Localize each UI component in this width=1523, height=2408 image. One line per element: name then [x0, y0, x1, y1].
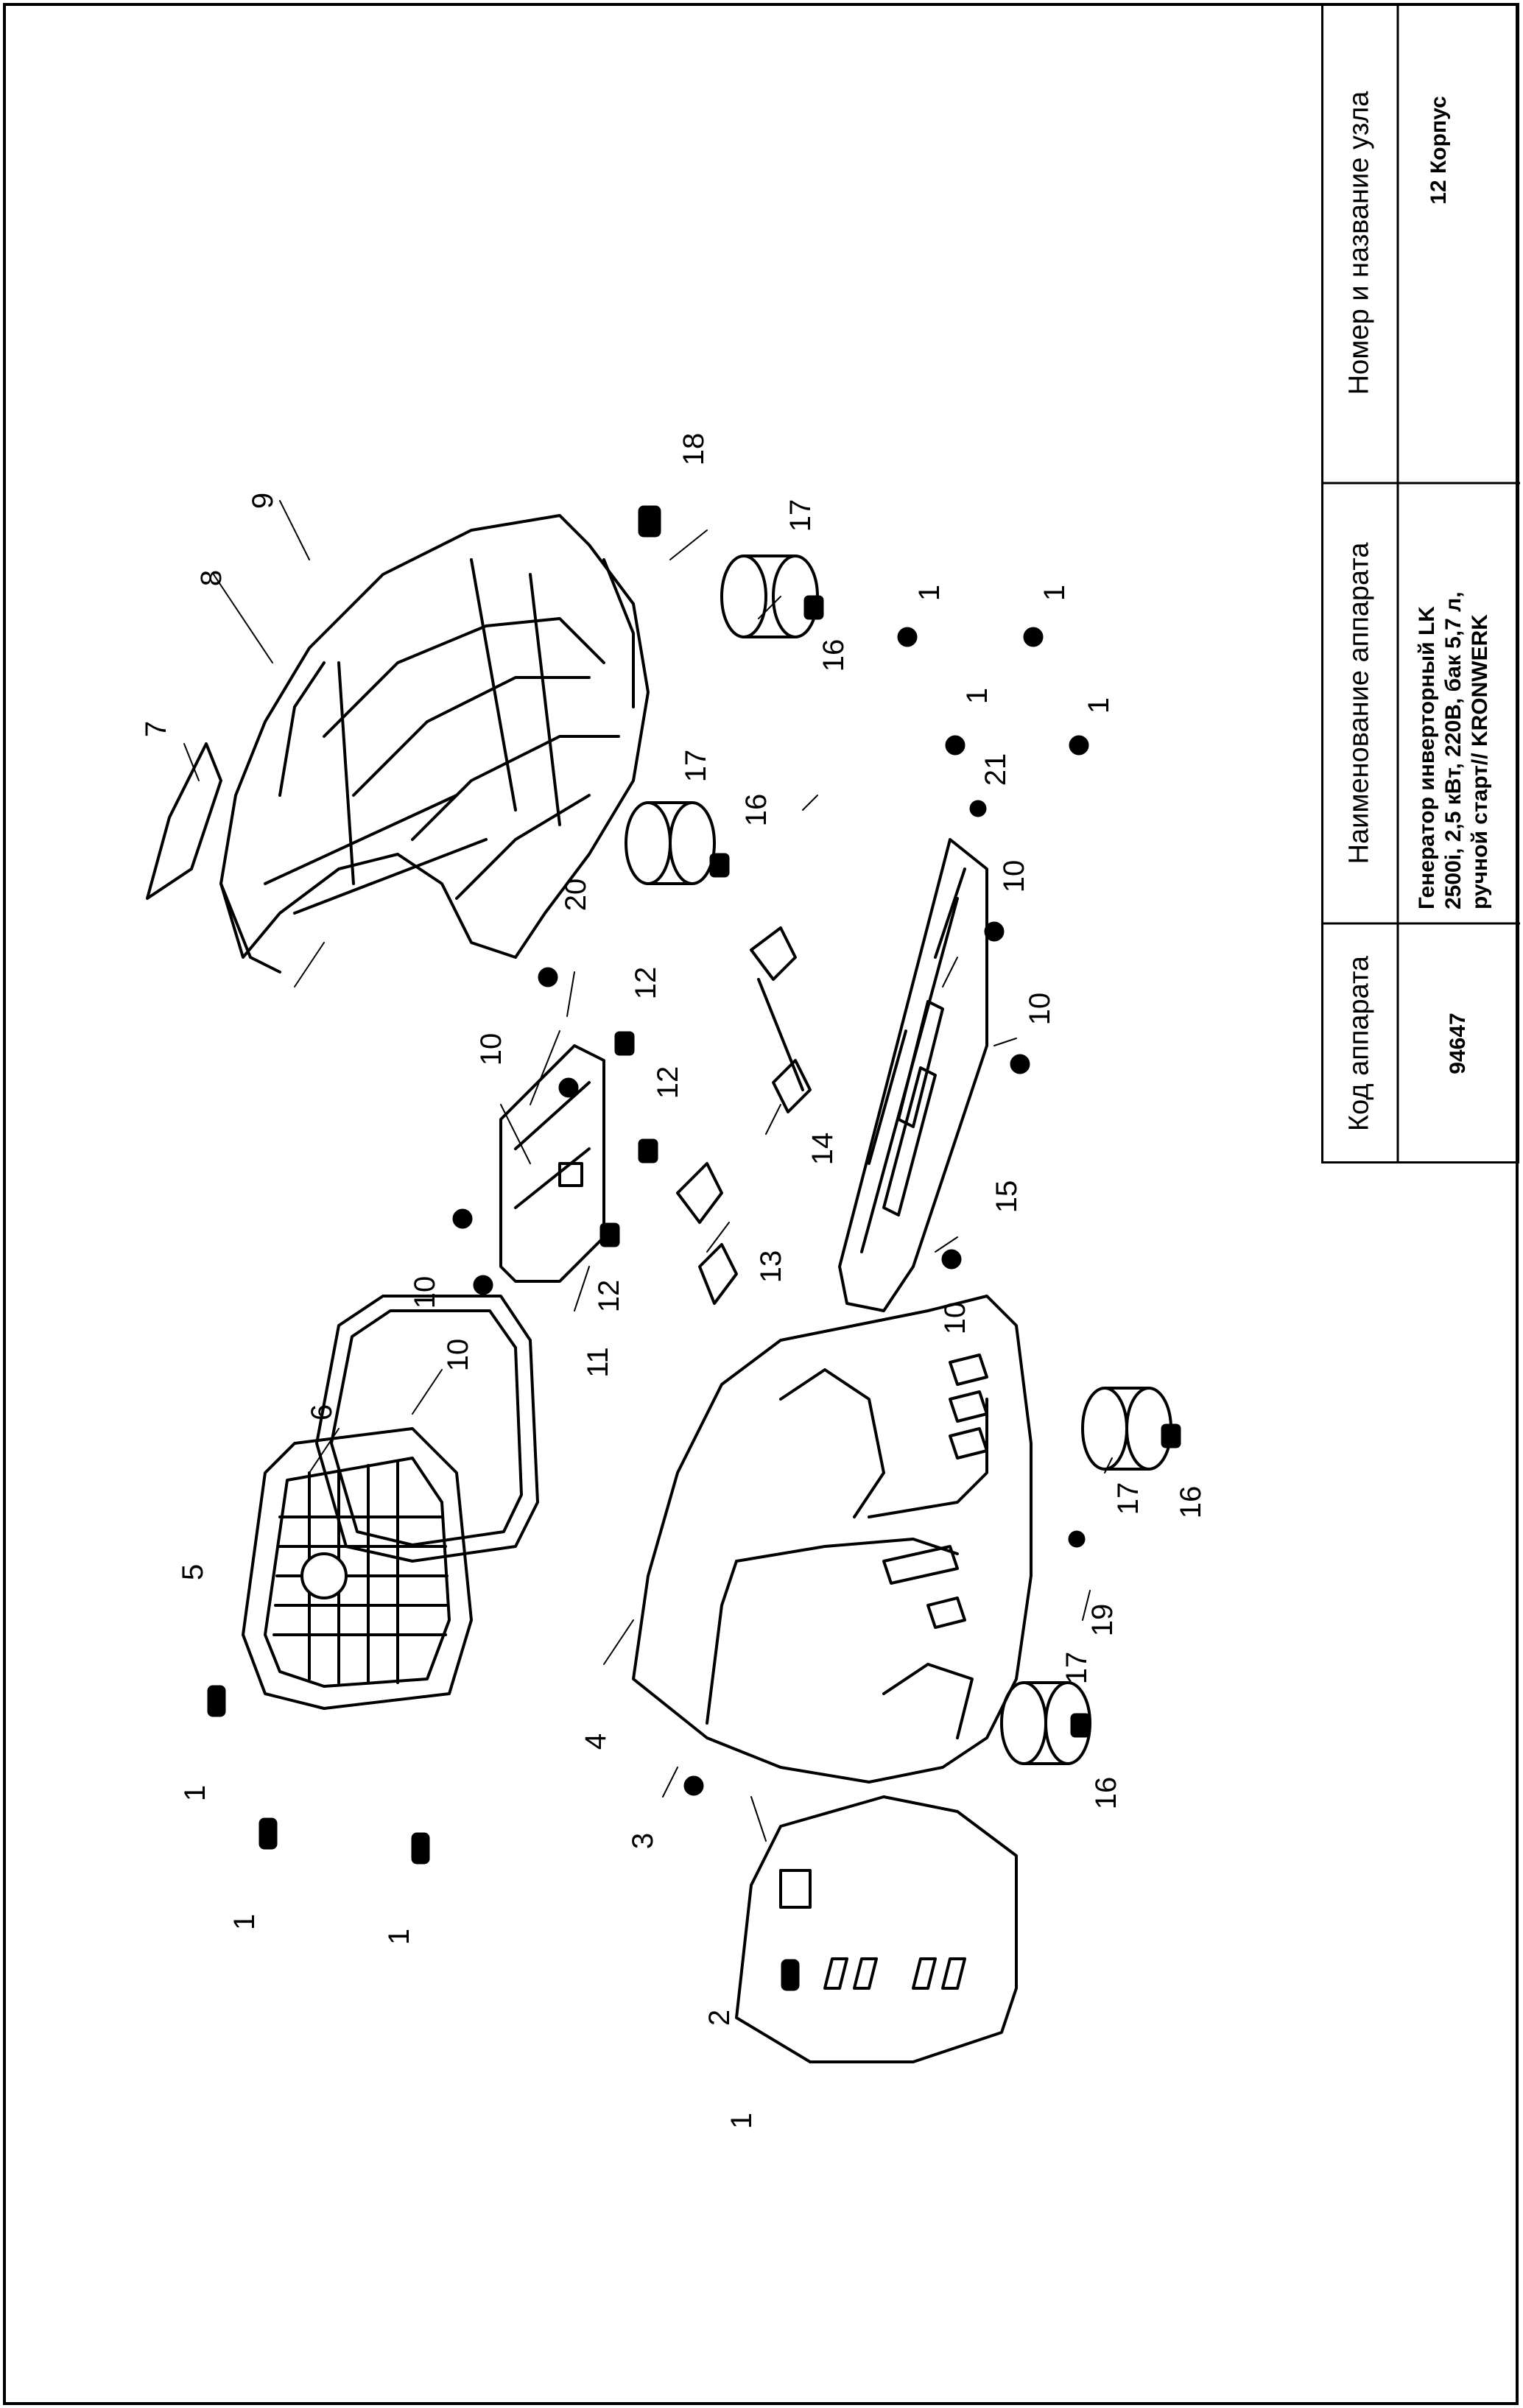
value-name-line-1: Генератор инверторный LK [1415, 606, 1439, 909]
part-18-bolt [638, 505, 661, 538]
callout-19: 19 [1086, 1604, 1119, 1637]
callout-16: 16 [817, 639, 850, 672]
callout-1: 1 [725, 2113, 758, 2129]
callout-18: 18 [678, 433, 710, 466]
callout-1: 1 [228, 1914, 261, 1930]
value-name: Генератор инверторный LK 2500i, 2,5 кВт,… [1414, 497, 1502, 909]
part-4-housing [632, 1295, 1033, 1784]
callout-21: 21 [979, 753, 1012, 786]
callout-numbers: 7 8 9 18 17 16 1 1 1 1 17 16 21 20 10 10… [140, 433, 1207, 2129]
callout-8: 8 [195, 570, 228, 586]
header-unit: Номер и название узла [1343, 91, 1375, 395]
callout-17: 17 [1112, 1482, 1144, 1515]
fasteners [207, 505, 1181, 1991]
part-12-bolt [638, 1138, 658, 1163]
leader-lines [183, 500, 1113, 1842]
callout-10: 10 [998, 860, 1030, 893]
part-2-side-cover [735, 1795, 1018, 2063]
part-3-nut [683, 1775, 704, 1796]
callout-15: 15 [991, 1180, 1023, 1214]
part-12-bolt [614, 1031, 635, 1056]
callout-1: 1 [179, 1785, 211, 1801]
part-10-nut [538, 967, 558, 988]
callout-11: 11 [582, 1347, 614, 1378]
title-block: Номер и название узла Наименование аппар… [1321, 3, 1523, 1163]
part-10-nut [473, 1275, 493, 1295]
part-1-screw [258, 1817, 278, 1850]
callout-3: 3 [627, 1833, 659, 1849]
part-7-panel [146, 742, 222, 900]
callout-10: 10 [409, 1276, 441, 1309]
callout-6: 6 [306, 1404, 338, 1420]
part-8-frame [219, 514, 650, 974]
part-12-bolt [599, 1222, 620, 1247]
callout-12: 12 [630, 967, 662, 1000]
part-10-nut [984, 921, 1005, 942]
callout-10: 10 [442, 1339, 474, 1372]
callout-10: 10 [475, 1033, 507, 1066]
callout-16: 16 [1090, 1777, 1122, 1810]
callout-4: 4 [580, 1733, 612, 1750]
part-1-screw [1069, 735, 1089, 756]
part-19-screw [1068, 1530, 1086, 1548]
callout-1: 1 [961, 688, 993, 704]
callout-20: 20 [560, 879, 592, 912]
callout-17: 17 [1061, 1652, 1093, 1685]
value-unit: 12 Корпус [1427, 96, 1451, 205]
part-16-bolt [803, 595, 824, 620]
part-1-screw [945, 735, 965, 756]
callout-14: 14 [806, 1133, 839, 1166]
part-10-nut [941, 1249, 962, 1270]
part-10-nut [452, 1208, 473, 1229]
callout-10: 10 [939, 1302, 971, 1335]
callout-17: 17 [784, 499, 817, 532]
part-5-grille [242, 1427, 473, 1710]
callout-17: 17 [680, 750, 712, 783]
part-15-base-plate [838, 838, 988, 1312]
part-1-screw [897, 627, 918, 647]
callout-1: 1 [1038, 585, 1071, 601]
callout-1: 1 [1083, 697, 1115, 714]
part-11-bracket [499, 1044, 605, 1283]
callout-5: 5 [177, 1564, 209, 1580]
header-code: Код аппарата [1343, 955, 1375, 1132]
callout-10: 10 [1024, 993, 1056, 1026]
callout-13: 13 [755, 1250, 787, 1284]
callout-2: 2 [703, 2010, 736, 2026]
value-name-line-2: 2500i, 2,5 кВт, 220В, бак 5,7 л, [1441, 591, 1466, 909]
part-16-bolt [709, 853, 730, 878]
part-1-screw [411, 1832, 430, 1865]
part-1-screw [781, 1959, 800, 1991]
part-1-screw [1023, 627, 1044, 647]
callout-7: 7 [140, 721, 172, 737]
callout-9: 9 [247, 493, 279, 509]
value-code: 94647 [1446, 1013, 1470, 1074]
callout-1: 1 [383, 1929, 415, 1945]
value-name-line-3: ручной старт// KRONWERK [1468, 614, 1492, 909]
page-frame [3, 3, 1519, 2405]
callout-12: 12 [652, 1066, 684, 1099]
part-1-screw [207, 1685, 226, 1717]
part-10-nut [1010, 1054, 1030, 1074]
part-21-screw [969, 800, 987, 817]
callout-12: 12 [593, 1280, 625, 1313]
header-name: Наименование аппарата [1343, 542, 1375, 865]
callout-16: 16 [740, 794, 773, 827]
part-6-gasket [315, 1295, 539, 1563]
part-16-bolt [1070, 1713, 1091, 1738]
callout-16: 16 [1175, 1486, 1207, 1519]
title-block-grid [1321, 3, 1520, 1163]
callout-1: 1 [913, 585, 946, 601]
part-16-bolt [1161, 1423, 1181, 1448]
part-13-14-clamps [676, 926, 812, 1305]
part-10-nut [558, 1077, 579, 1098]
